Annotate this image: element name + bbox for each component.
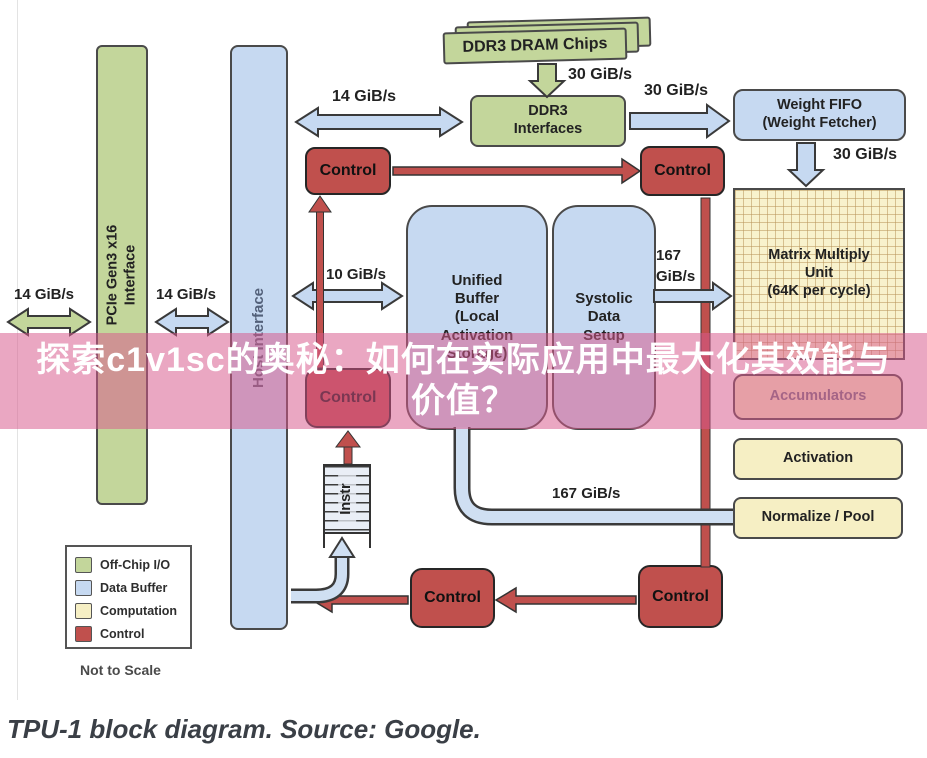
not-to-scale-note: Not to Scale	[80, 662, 161, 678]
arrow-167gib-to-mmu	[653, 281, 733, 311]
normalize-pool-label: Normalize / Pool	[761, 509, 875, 526]
bw-10gib-label: 10 GiB/s	[326, 266, 387, 283]
bw-14gib-mid-label: 14 GiB/s	[156, 286, 217, 303]
ddr3-interfaces-label: DDR3 Interfaces	[513, 103, 583, 137]
matrix-multiply-unit-box: Matrix Multiply Unit (64K per cycle)	[733, 188, 905, 360]
legend-swatch-computation	[75, 602, 92, 619]
matrix-multiply-unit-label: Matrix Multiply Unit (64K per cycle)	[767, 247, 871, 299]
pipe-host-to-instr	[291, 556, 347, 601]
pipe-host-to-instr-arrowhead	[328, 536, 356, 558]
legend-label-offchip: Off-Chip I/O	[100, 557, 171, 572]
legend-label-databuffer: Data Buffer	[100, 580, 168, 595]
bw-167gib-stacked-label: 167 GiB/s	[656, 247, 696, 285]
headline-line-1: 探索c1v1sc的奥秘：如何在实际应用中最大化其效能与	[36, 341, 891, 379]
arrow-30gib-weightfifo-down	[786, 142, 826, 188]
weight-fifo-box: Weight FIFO (Weight Fetcher)	[733, 89, 906, 141]
control-label: Control	[652, 587, 709, 605]
arrow-14gib-left	[6, 307, 92, 337]
bw-167gib-horizontal-label: 167 GiB/s	[552, 485, 621, 502]
legend-swatch-databuffer	[75, 579, 92, 596]
activation-box: Activation	[733, 438, 903, 480]
instr-rail-right	[369, 534, 371, 548]
bw-14gib-top-label: 14 GiB/s	[332, 88, 397, 105]
figure-caption: TPU-1 block diagram. Source: Google.	[7, 714, 481, 744]
arrow-30gib-dram-down	[527, 63, 567, 99]
activation-label: Activation	[782, 450, 854, 467]
headline-overlay-banner: 探索c1v1sc的奥秘：如何在实际应用中最大化其效能与 价值？	[0, 333, 927, 429]
arrow-14gib-mid	[154, 307, 230, 337]
control-top-left-box: Control	[305, 147, 391, 195]
instr-to-control-shaft	[343, 445, 353, 465]
bw-30gib-top-label: 30 GiB/s	[644, 82, 709, 99]
control-bottom-right-box: Control	[638, 565, 723, 628]
legend-label-control: Control	[100, 626, 145, 641]
instr-rail-left	[323, 534, 325, 548]
normalize-pool-box: Normalize / Pool	[733, 497, 903, 539]
headline-line-2: 价值？	[411, 382, 516, 420]
control-label: Control	[424, 589, 481, 607]
control-label: Control	[319, 162, 377, 180]
arrow-control-top	[392, 157, 642, 185]
arrow-14gib-top	[294, 106, 464, 138]
bw-30gib-dram-label: 30 GiB/s	[568, 66, 633, 83]
bw-14gib-left-label: 14 GiB/s	[14, 286, 75, 303]
arrow-10gib	[291, 281, 404, 311]
legend-row-computation: Computation	[75, 599, 190, 622]
arrow-30gib-to-weightfifo	[629, 103, 731, 139]
weight-fifo-label: Weight FIFO (Weight Fetcher)	[762, 97, 877, 131]
pipe-167gib	[456, 427, 733, 523]
legend-swatch-offchip	[75, 556, 92, 573]
pipe-167gib-outline	[453, 427, 733, 526]
control-line-up-arrowhead	[308, 195, 332, 213]
instr-queue-box: Instr	[323, 464, 371, 534]
arrow-control-bottom-right	[494, 586, 637, 614]
legend-row-control: Control	[75, 622, 190, 645]
bw-30gib-weightfifo-label: 30 GiB/s	[833, 146, 898, 163]
legend-box: Off-Chip I/O Data Buffer Computation Con…	[65, 545, 192, 649]
control-label: Control	[654, 162, 711, 180]
connector-layer	[6, 63, 826, 614]
legend-swatch-control	[75, 625, 92, 642]
instr-to-control-arrowhead	[335, 430, 361, 448]
legend-label-computation: Computation	[100, 603, 178, 618]
control-bottom-mid-box: Control	[410, 568, 495, 628]
legend-row-offchip: Off-Chip I/O	[75, 553, 190, 576]
legend-row-databuffer: Data Buffer	[75, 576, 190, 599]
ddr3-interfaces-box: DDR3 Interfaces	[470, 95, 626, 147]
